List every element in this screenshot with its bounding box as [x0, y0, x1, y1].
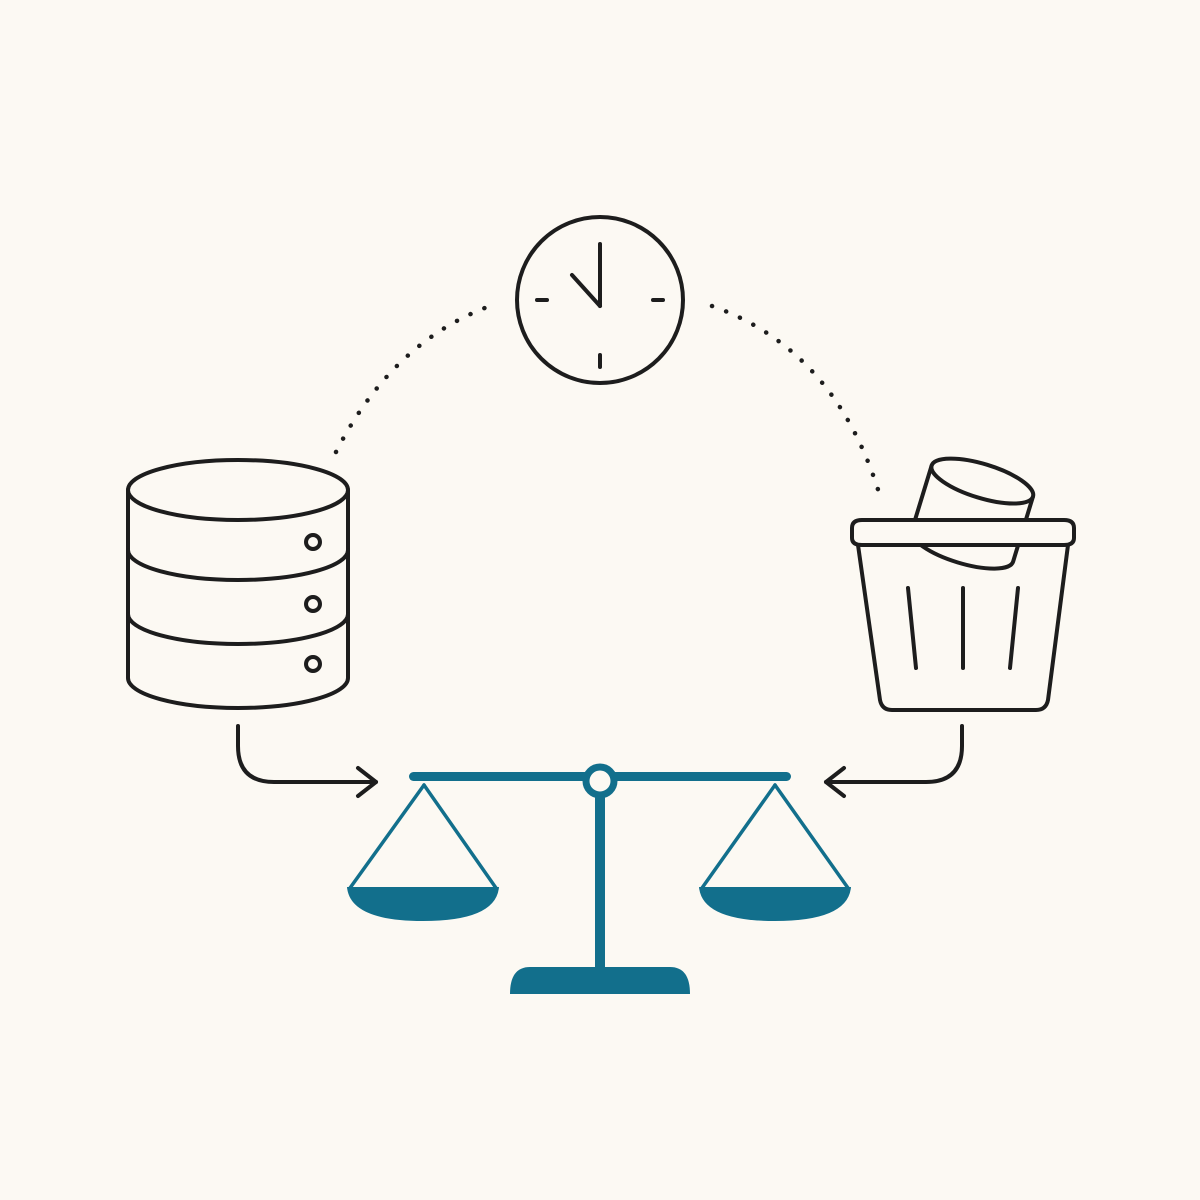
arrow-left-icon [824, 724, 964, 798]
dotted-connector-right [709, 303, 883, 499]
right-scale-pan [699, 783, 851, 921]
disk-indicator [304, 595, 322, 613]
trash-bin-icon [850, 456, 1076, 712]
balance-scale-icon [347, 763, 851, 994]
dotted-connector-left [333, 303, 493, 455]
database-icon [126, 458, 350, 710]
disk-indicator [304, 655, 322, 673]
arrow-right-icon [236, 724, 378, 798]
disk-indicator [304, 533, 322, 551]
clock-icon [515, 215, 685, 385]
left-scale-pan [347, 783, 499, 921]
